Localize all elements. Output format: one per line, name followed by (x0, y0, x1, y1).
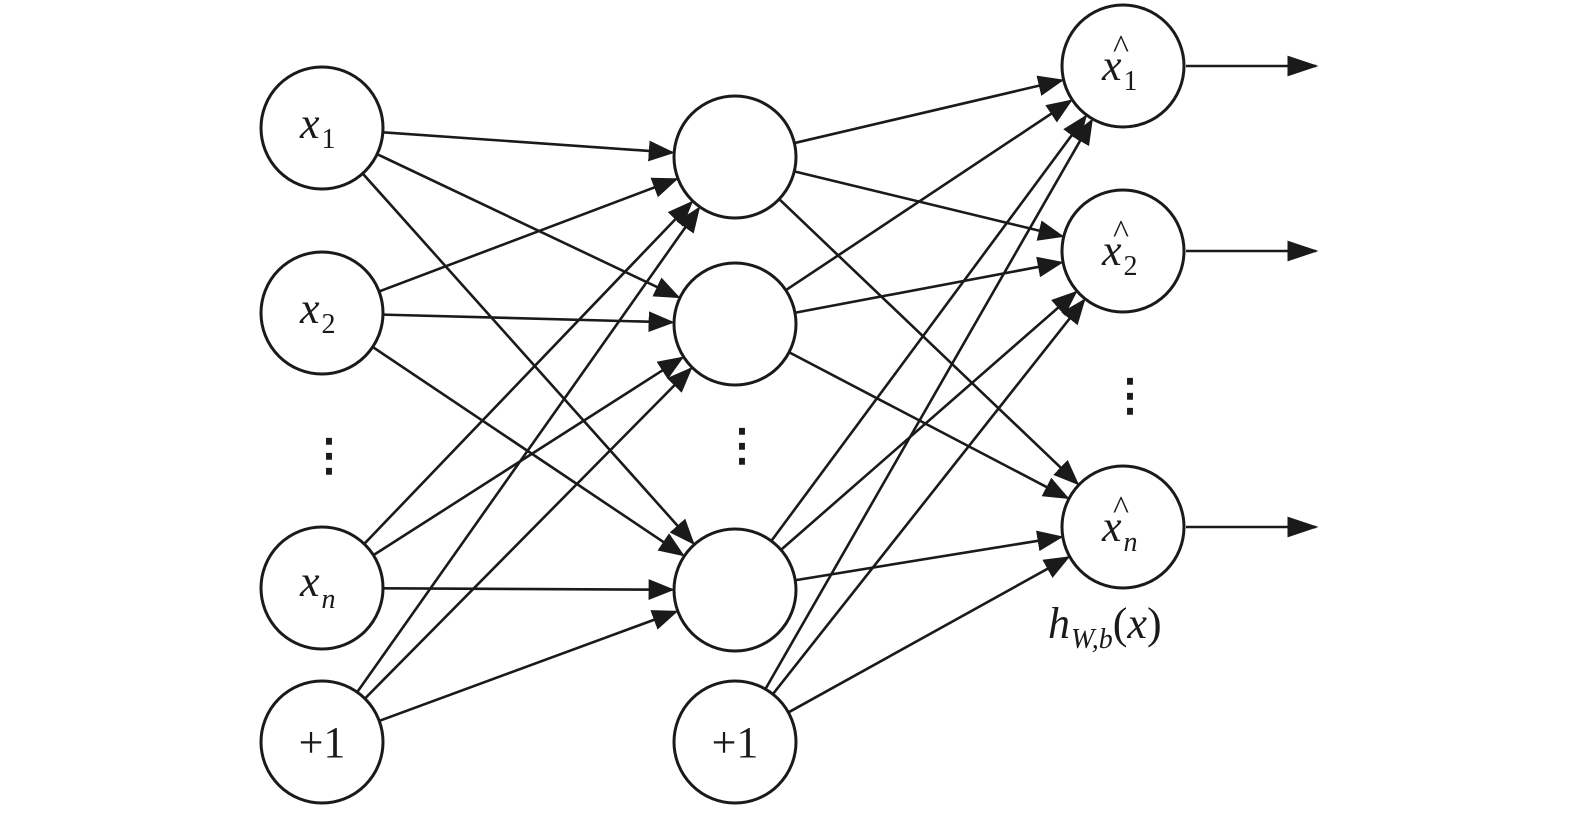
output-node-1 (1060, 3, 1186, 129)
edge-hidden-1-to-output-1 (794, 256, 1064, 314)
input-node-2-label: x2 (299, 284, 336, 340)
edge-hidden-3-to-output-2 (787, 556, 1071, 714)
input-node-n (259, 525, 385, 651)
input-bias-label: +1 (299, 718, 346, 767)
input-node-1 (259, 65, 385, 191)
output-node-1-label: x1 (1101, 41, 1138, 97)
output-ellipsis: ⋮ (1108, 371, 1152, 420)
edge-hidden-0-to-output-1 (793, 170, 1065, 241)
hidden-node-1 (672, 94, 798, 220)
edge-hidden-1-to-output-0 (785, 99, 1073, 292)
hidden-node-n (672, 527, 798, 653)
output-node-2 (1060, 188, 1186, 314)
edge-hidden-2-to-output-2 (795, 530, 1064, 582)
edge-hidden-0-to-output-0 (794, 75, 1065, 145)
input-node-n-label: xn (299, 557, 336, 615)
hidden-bias-label: +1 (712, 718, 759, 767)
edge-input-3-to-hidden-2 (378, 610, 679, 723)
input-layer: x1 x2 ⋮ xn +1 (259, 65, 385, 805)
edge-input-3-to-hidden-1 (363, 366, 693, 700)
edge-hidden-0-to-output-2 (778, 198, 1080, 486)
output-node-n (1060, 464, 1186, 590)
input-node-2 (259, 250, 385, 376)
output-node-2-label: x2 (1101, 226, 1138, 282)
edge-input-1-to-hidden-0 (378, 177, 679, 293)
edge-input-2-to-hidden-2 (382, 579, 675, 600)
input-ellipsis: ⋮ (307, 431, 351, 480)
hidden-ellipsis: ⋮ (720, 421, 764, 470)
hidden-bias-node (672, 679, 798, 805)
hidden-node-2 (672, 261, 798, 387)
edge-hidden-3-to-output-0 (764, 118, 1093, 690)
edge-hidden-2-to-output-1 (780, 290, 1078, 551)
output-function-label: hW,b(x) (1048, 599, 1162, 655)
output-layer: ^ x1 ^ x2 ⋮ ^ xn hW,b(x) (1048, 3, 1186, 655)
edge-input-2-to-hidden-1 (372, 356, 685, 557)
edge-input-0-to-hidden-0 (382, 130, 675, 162)
edge-hidden-2-to-output-0 (770, 114, 1088, 542)
input-bias-node (259, 679, 385, 805)
output-node-n-hat: ^ (1113, 490, 1129, 527)
edge-input-3-to-hidden-0 (356, 206, 701, 693)
edge-input-2-to-hidden-0 (363, 200, 694, 545)
output-node-2-hat: ^ (1113, 214, 1129, 251)
output-arrows (1186, 55, 1319, 538)
edge-hidden-1-to-output-2 (788, 351, 1070, 499)
edge-hidden-3-to-output-1 (771, 298, 1086, 695)
edge-input-1-to-hidden-1 (382, 311, 675, 333)
hidden-layer: ⋮ +1 (672, 94, 798, 805)
output-node-n-label: xn (1101, 502, 1138, 558)
connection-edges (356, 75, 1093, 723)
output-node-1-hat: ^ (1113, 29, 1129, 66)
input-node-1-label: x1 (299, 99, 336, 155)
edge-input-0-to-hidden-2 (361, 172, 695, 545)
edge-input-0-to-hidden-1 (376, 152, 681, 299)
